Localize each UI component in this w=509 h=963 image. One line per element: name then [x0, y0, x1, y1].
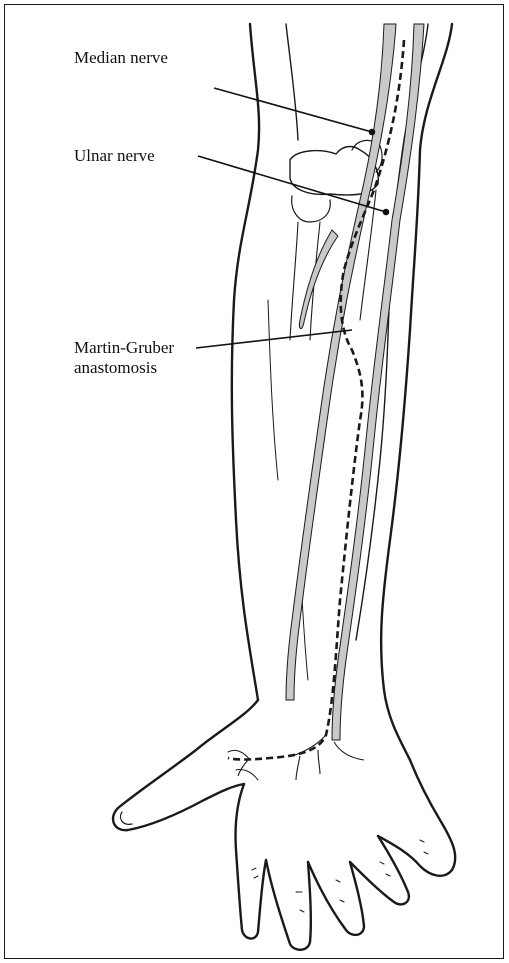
thumb-nail	[120, 812, 132, 824]
arm-inner-contour	[356, 24, 428, 640]
median-nerve-label: Median nerve	[74, 48, 168, 68]
finger-index	[266, 860, 311, 950]
forearm-muscle-line-1	[268, 300, 278, 480]
palm-left	[235, 784, 266, 939]
wrist-crease	[228, 750, 258, 780]
median-nerve-leader	[214, 88, 372, 132]
wrist-branches	[238, 735, 364, 780]
martin-gruber-label-line2: anastomosis	[74, 358, 174, 378]
ulnar-nerve-label: Ulnar nerve	[74, 146, 155, 166]
radius-head	[292, 196, 331, 222]
inner-arm-line	[286, 24, 298, 140]
martin-gruber-leader	[196, 330, 352, 348]
martin-gruber-label-line1: Martin-Gruber	[74, 338, 174, 358]
arm-outline-right	[381, 24, 452, 760]
martin-gruber-label: Martin-Gruber anastomosis	[74, 338, 174, 378]
arm-outline-left	[232, 24, 259, 700]
ulnar-nerve-point	[384, 210, 389, 215]
interosseous-band	[299, 230, 338, 329]
hand-ulnar-side	[378, 760, 455, 876]
median-nerve-point	[370, 130, 375, 135]
finger-middle	[308, 862, 364, 935]
